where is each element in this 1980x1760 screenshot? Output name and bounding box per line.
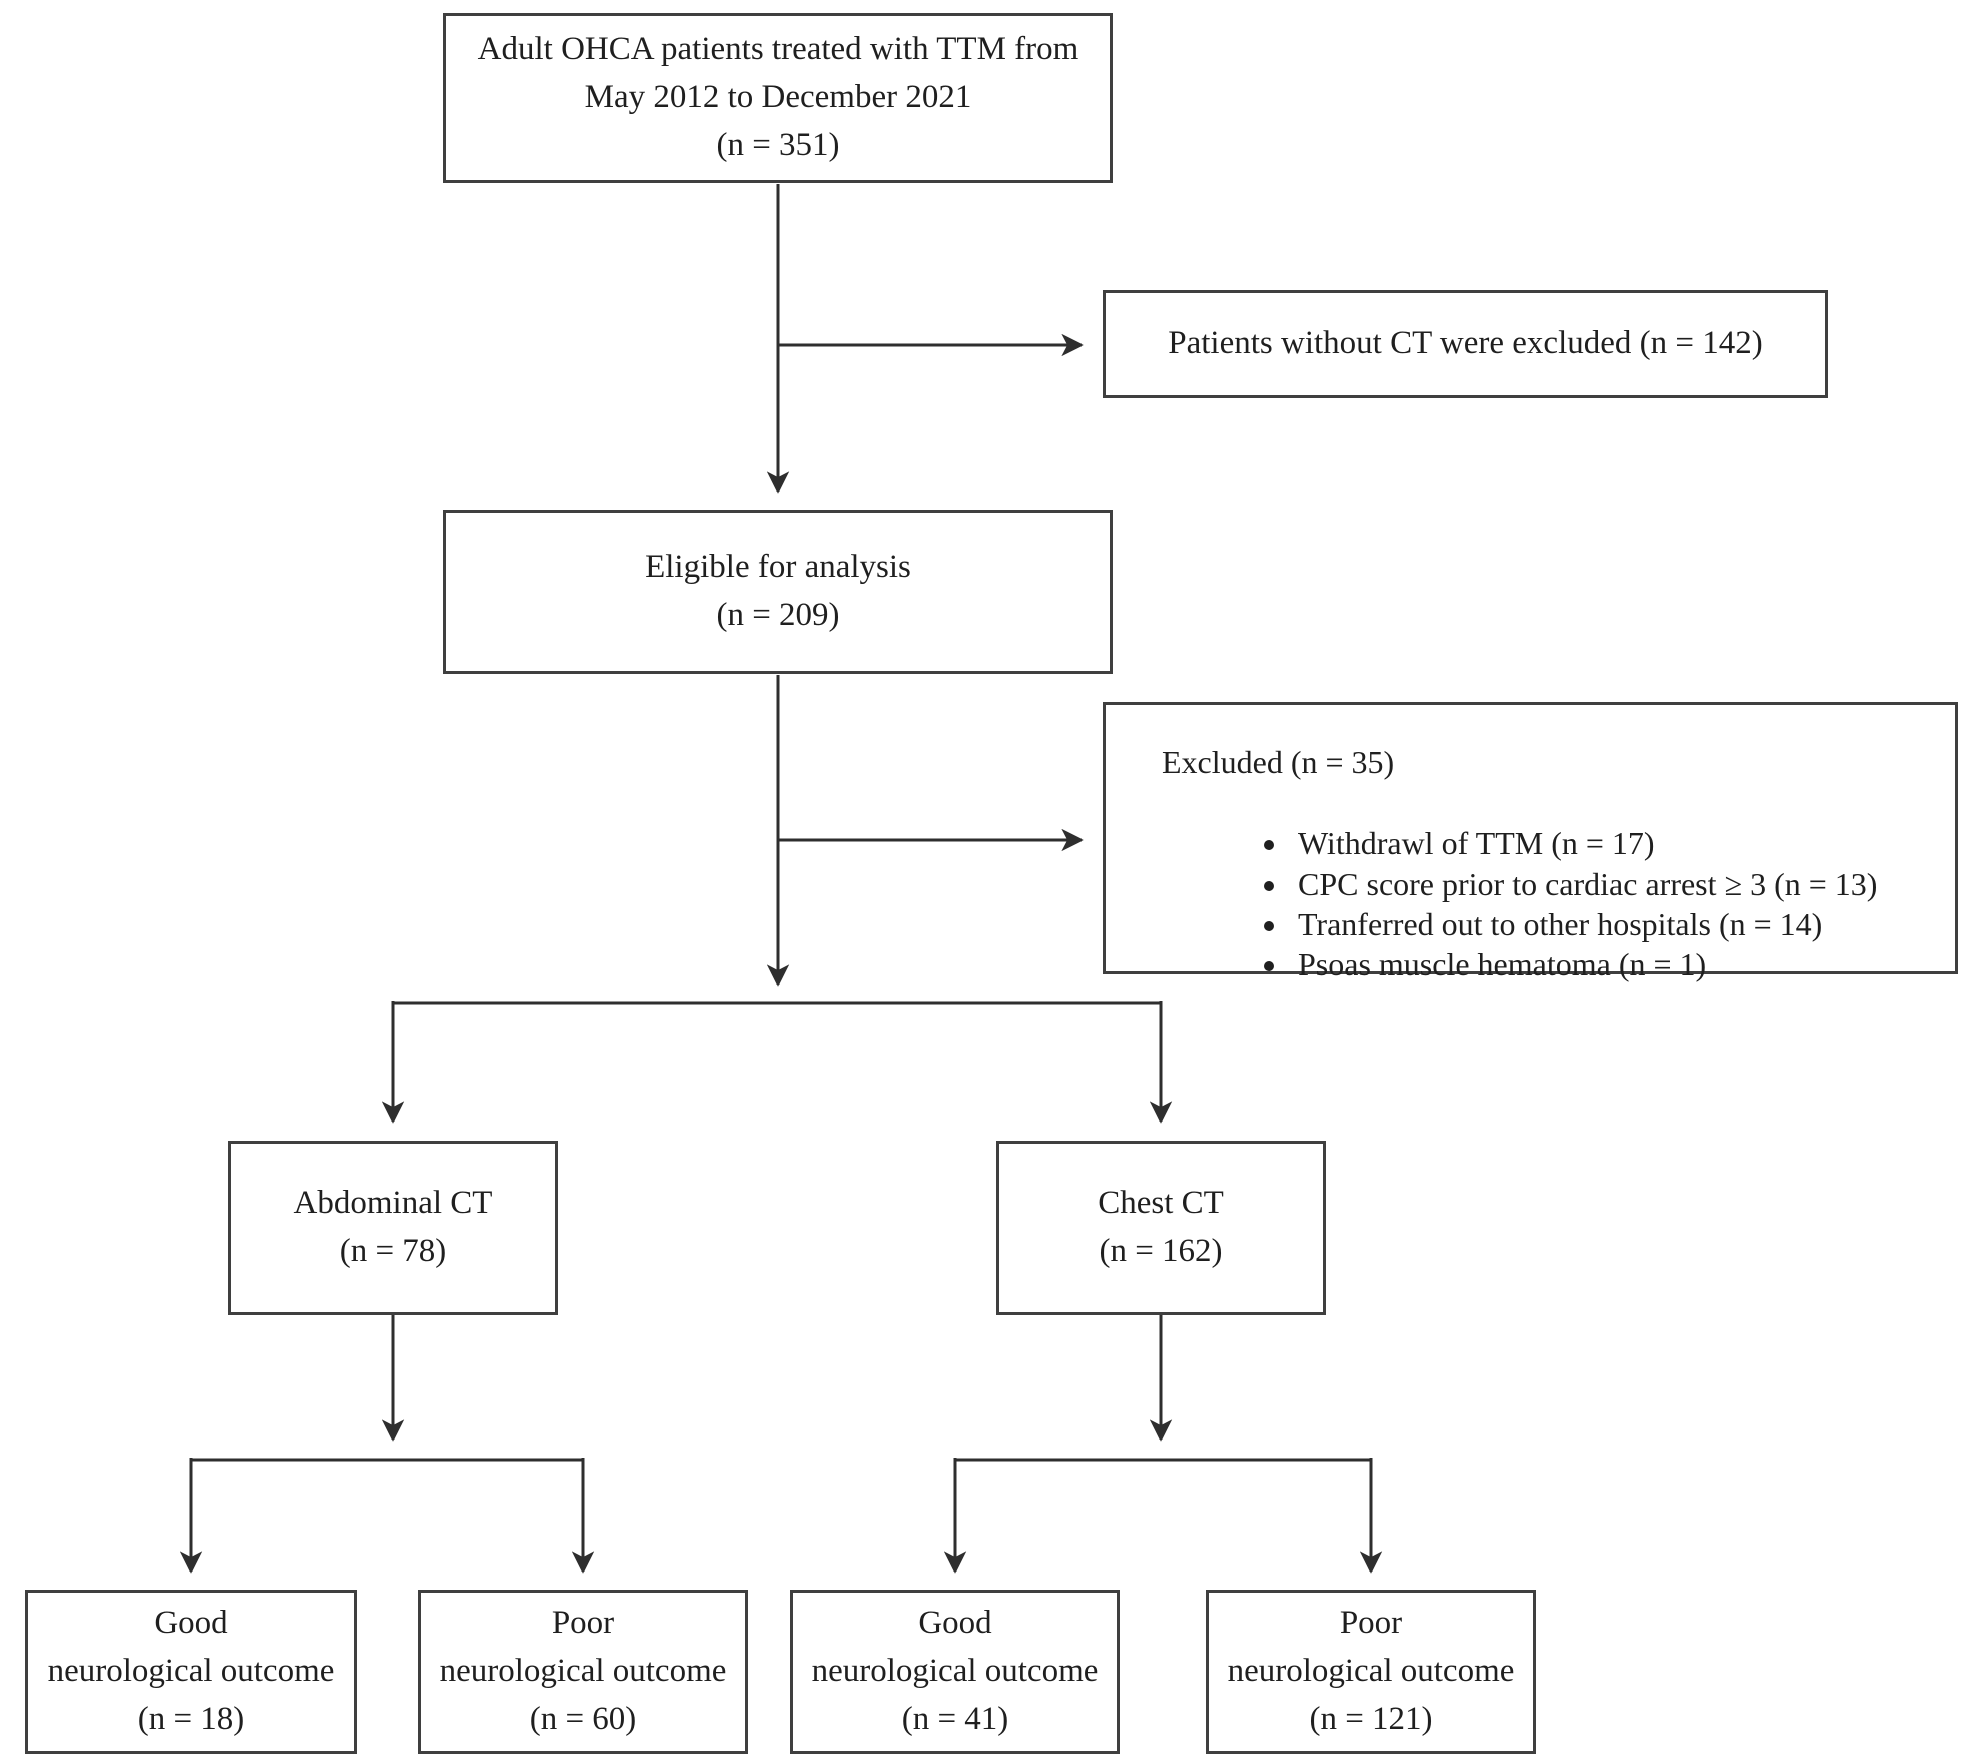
box-text-line: Chest CT	[1098, 1185, 1224, 1222]
box-text-line: (n = 18)	[137, 1700, 245, 1737]
box-excluded-no-ct: Patients without CT were excluded (n = 1…	[1103, 290, 1828, 398]
box-text-line: (n = 60)	[529, 1700, 637, 1737]
box-source-population: Adult OHCA patients treated with TTM fro…	[443, 13, 1113, 183]
box-text-line: neurological outcome	[811, 1653, 1099, 1690]
box-excluded-reasons: Excluded (n = 35) Withdrawl of TTM (n = …	[1103, 702, 1958, 982]
box-eligible: Eligible for analysis (n = 209)	[443, 510, 1113, 674]
box-abdominal-poor-outcome: Poor neurological outcome (n = 60)	[418, 1590, 748, 1754]
excluded-reason-item: Withdrawl of TTM (n = 17)	[1290, 823, 1935, 863]
box-abdominal-ct: Abdominal CT (n = 78)	[228, 1141, 558, 1315]
box-text-line: Good	[154, 1605, 228, 1642]
excluded-reasons-list: Withdrawl of TTM (n = 17) CPC score prio…	[1162, 823, 1935, 984]
box-text-line: Good	[918, 1605, 992, 1642]
box-text-line: (n = 351)	[716, 126, 840, 163]
box-text-line: Eligible for analysis	[645, 549, 911, 586]
excluded-reason-item: Tranferred out to other hospitals (n = 1…	[1290, 904, 1935, 944]
box-text-line: (n = 162)	[1099, 1233, 1223, 1269]
box-text-line: (n = 78)	[339, 1233, 447, 1269]
excluded-reason-item: Psoas muscle hematoma (n = 1)	[1290, 944, 1935, 984]
box-text-line: Poor	[551, 1605, 615, 1642]
box-text-line: neurological outcome	[1227, 1653, 1515, 1690]
box-chest-ct: Chest CT (n = 162)	[996, 1141, 1326, 1315]
excluded-reason-item: CPC score prior to cardiac arrest ≥ 3 (n…	[1290, 864, 1935, 904]
box-abdominal-good-outcome: Good neurological outcome (n = 18)	[25, 1590, 357, 1754]
box-text-line: (n = 209)	[716, 597, 840, 633]
box-text-line: May 2012 to December 2021	[584, 79, 972, 116]
box-text-line: Patients without CT were excluded (n = 1…	[1168, 325, 1763, 362]
box-chest-good-outcome: Good neurological outcome (n = 41)	[790, 1590, 1120, 1754]
excluded-heading: Excluded (n = 35)	[1162, 744, 1395, 780]
box-text-line: neurological outcome	[47, 1653, 335, 1690]
box-chest-poor-outcome: Poor neurological outcome (n = 121)	[1206, 1590, 1536, 1754]
box-text-line: Poor	[1339, 1605, 1403, 1642]
box-text-line: (n = 121)	[1309, 1700, 1433, 1737]
box-text-line: (n = 41)	[901, 1700, 1009, 1737]
box-text-line: neurological outcome	[439, 1653, 727, 1690]
box-text-line: Adult OHCA patients treated with TTM fro…	[477, 31, 1079, 68]
box-text-line: Abdominal CT	[293, 1185, 493, 1222]
